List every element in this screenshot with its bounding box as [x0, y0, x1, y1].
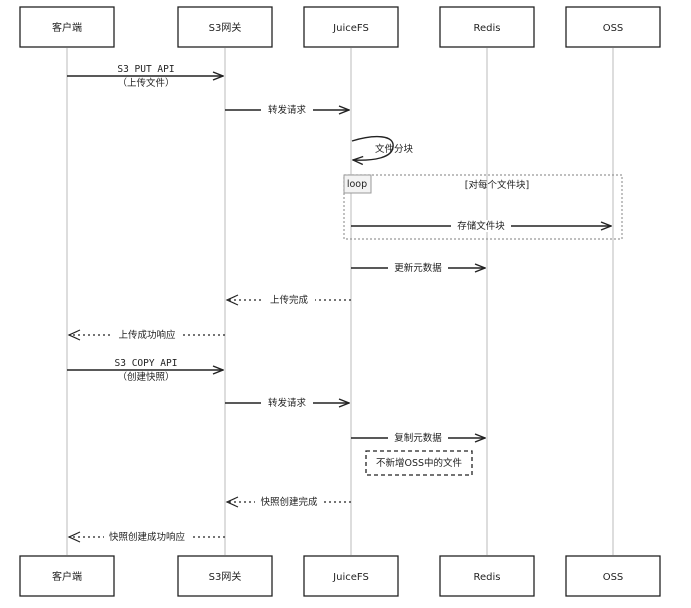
message-snapshot-success: 快照创建成功响应 — [67, 531, 225, 543]
message-snapshot-done: 快照创建完成 — [225, 496, 351, 508]
loop-frame: loop [对每个文件块] — [343, 174, 623, 240]
participant-oss-top: OSS — [565, 6, 661, 48]
message-put-api: S3 PUT API （上传文件） — [67, 64, 223, 89]
participant-client-top: 客户端 — [19, 6, 115, 48]
message-label: （创建快照） — [117, 371, 174, 383]
message-upload-done: 上传完成 — [225, 294, 351, 306]
message-label: S3 COPY API — [115, 358, 178, 369]
participant-redis-bottom: Redis — [439, 555, 535, 597]
participant-juicefs-bottom: JuiceFS — [303, 555, 399, 597]
message-label: 文件分块 — [375, 143, 414, 155]
participant-label: JuiceFS — [332, 23, 369, 34]
participant-s3-gateway-bottom: S3网关 — [177, 555, 273, 597]
participant-label: S3网关 — [209, 21, 242, 34]
participants-bottom: 客户端 S3网关 JuiceFS Redis OSS — [19, 555, 661, 597]
participant-oss-bottom: OSS — [565, 555, 661, 597]
note-text: 不新增OSS中的文件 — [376, 457, 463, 469]
participant-redis-top: Redis — [439, 6, 535, 48]
participant-label: Redis — [474, 572, 501, 583]
participant-label: JuiceFS — [332, 572, 369, 583]
participant-label: OSS — [603, 572, 624, 583]
message-copy-api: S3 COPY API （创建快照） — [67, 358, 223, 383]
message-label: 快照创建成功响应 — [109, 531, 186, 543]
participant-label: Redis — [474, 23, 501, 34]
message-label: 快照创建完成 — [260, 496, 318, 508]
message-label: S3 PUT API — [117, 64, 174, 75]
message-store-chunk: 存储文件块 — [351, 220, 611, 232]
message-upload-success: 上传成功响应 — [67, 329, 225, 341]
participant-label: OSS — [603, 23, 624, 34]
message-update-meta: 更新元数据 — [351, 262, 485, 274]
participant-label: S3网关 — [209, 570, 242, 583]
message-copy-meta: 复制元数据 — [351, 432, 485, 444]
message-label: （上传文件） — [117, 77, 174, 89]
participant-client-bottom: 客户端 — [19, 555, 115, 597]
message-label: 转发请求 — [268, 397, 307, 409]
message-forward-2: 转发请求 — [225, 397, 349, 409]
participant-label: 客户端 — [52, 570, 82, 583]
message-label: 上传完成 — [270, 294, 309, 306]
participant-juicefs-top: JuiceFS — [303, 6, 399, 48]
participant-label: 客户端 — [52, 21, 82, 34]
participants-top: 客户端 S3网关 JuiceFS Redis OSS — [19, 6, 661, 48]
message-label: 转发请求 — [268, 104, 307, 116]
message-label: 存储文件块 — [457, 220, 505, 232]
message-label: 上传成功响应 — [118, 329, 176, 341]
message-self-chunk: 文件分块 — [352, 135, 414, 161]
message-label: 更新元数据 — [394, 262, 442, 274]
note-box: 不新增OSS中的文件 — [365, 450, 473, 476]
lifelines — [66, 48, 614, 555]
participant-s3-gateway-top: S3网关 — [177, 6, 273, 48]
loop-condition: [对每个文件块] — [465, 179, 529, 191]
message-label: 复制元数据 — [394, 432, 442, 444]
loop-tag: loop — [347, 179, 367, 190]
message-forward-1: 转发请求 — [225, 104, 349, 116]
